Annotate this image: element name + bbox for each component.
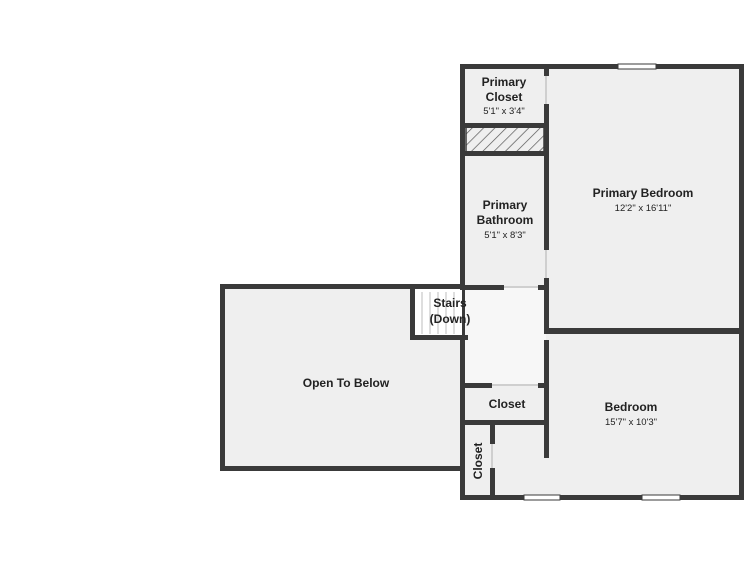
- window-bedroom-right: [641, 494, 681, 501]
- dims-bedroom: 15'7" x 10'3": [605, 417, 657, 428]
- hatched-chase: [465, 126, 545, 153]
- label-primary-closet-line2: Closet: [486, 90, 523, 104]
- room-labels: Primary Closet 5'1" x 3'4" Primary Bedro…: [303, 75, 694, 479]
- door-openings: [491, 76, 547, 468]
- window-primary-bedroom: [617, 63, 657, 70]
- windows: [523, 63, 681, 501]
- label-primary-bathroom-line1: Primary: [483, 198, 528, 212]
- label-closet-side: Closet: [471, 443, 485, 480]
- label-primary-bathroom-line2: Bathroom: [477, 213, 534, 227]
- label-stairs-line1: Stairs: [433, 296, 467, 310]
- dims-primary-closet: 5'1" x 3'4": [483, 106, 525, 117]
- walls: [220, 64, 744, 500]
- label-open-to-below: Open To Below: [303, 376, 390, 390]
- label-primary-closet-line1: Primary: [482, 75, 527, 89]
- stair-treads: [421, 292, 455, 334]
- label-closet-hall: Closet: [489, 397, 526, 411]
- dims-primary-bedroom: 12'2" x 16'11": [615, 203, 672, 214]
- label-bedroom: Bedroom: [605, 400, 658, 414]
- hall-area: [464, 288, 546, 386]
- label-primary-bedroom: Primary Bedroom: [593, 186, 694, 200]
- window-bedroom-left: [523, 494, 561, 501]
- dims-primary-bathroom: 5'1" x 8'3": [484, 230, 526, 241]
- label-stairs-line2: (Down): [430, 312, 471, 326]
